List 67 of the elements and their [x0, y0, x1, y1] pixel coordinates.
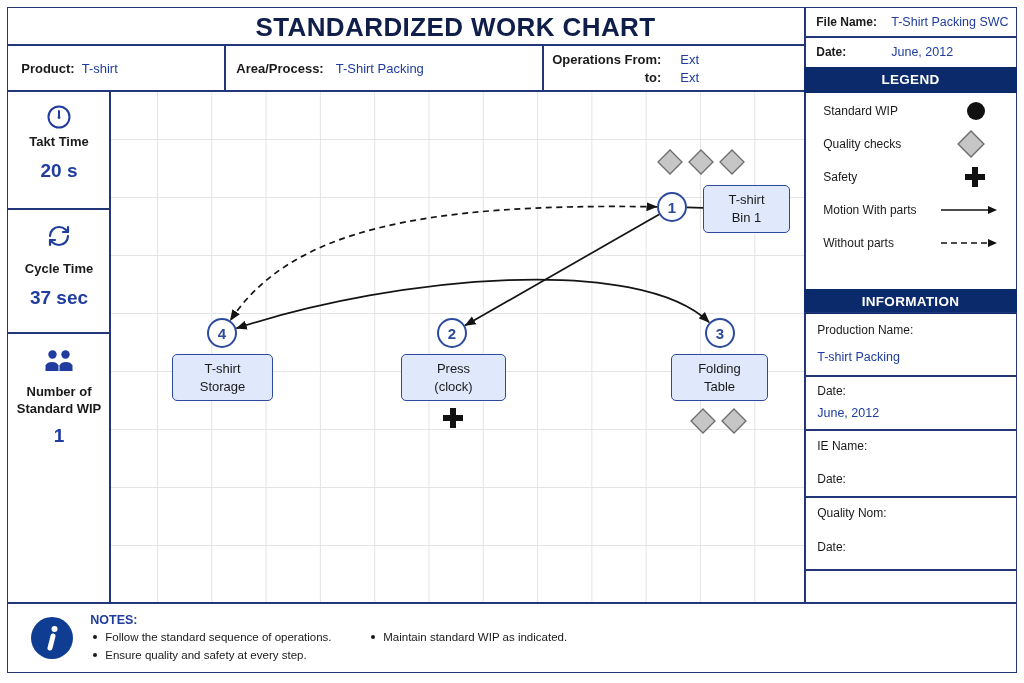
field-value: T-shirt	[81, 59, 118, 77]
dashed-arrow	[229, 202, 658, 322]
notes-panel	[7, 602, 1017, 673]
field-value: T-Shirt Packing	[335, 59, 424, 77]
field-label: to:	[644, 68, 662, 86]
arrow	[464, 213, 660, 327]
info-field	[804, 429, 1017, 498]
field-label: Date:	[816, 44, 848, 61]
field-label: Date:	[817, 384, 846, 400]
legend-label: Standard WIP	[823, 103, 898, 118]
step-number: 4	[217, 325, 227, 341]
field-value: June, 2012	[817, 406, 880, 422]
metric-label: Number of Standard WIP	[15, 383, 103, 418]
legend-label: Safety	[823, 169, 858, 184]
header-field	[804, 7, 1017, 38]
field-label: Operations From:	[552, 50, 662, 68]
metric-label: Cycle Time	[24, 260, 94, 278]
header-field	[224, 44, 544, 92]
note-text: Ensure quality and safety at every step.	[105, 647, 307, 663]
field-label: Production Name:	[817, 323, 914, 339]
field-value: T-shirt Packing	[817, 350, 900, 366]
field-label: Area/Process:	[236, 59, 324, 77]
step-number: 1	[667, 199, 677, 215]
station-card	[703, 185, 790, 233]
metric-value: 37 sec	[29, 287, 89, 310]
station-card	[401, 354, 506, 401]
step-number: 3	[715, 325, 725, 341]
field-label: Product:	[21, 59, 75, 77]
step-number: 2	[447, 325, 457, 341]
chart-title: STANDARDIZED WORK CHART	[255, 13, 656, 40]
field-label: Quality Nom:	[817, 506, 887, 522]
station-label: T-shirt Bin 1	[727, 191, 766, 227]
note-text: Maintain standard WIP as indicated.	[383, 629, 568, 645]
field-label: Date:	[817, 472, 846, 488]
field-value: T-Shirt Packing SWC	[891, 14, 1009, 31]
section-title: LEGEND	[881, 73, 940, 87]
notes-heading: NOTES:	[90, 611, 139, 628]
field-value: Ext	[680, 50, 700, 68]
station-label: Folding Table	[697, 359, 742, 396]
metric-card	[7, 90, 111, 210]
section-header-bar	[804, 67, 1017, 93]
note-text: Follow the standard sequence of operations.	[105, 629, 332, 645]
field-label: Date:	[817, 540, 846, 556]
legend-label: Quality checks	[823, 136, 902, 151]
station-card	[172, 354, 273, 401]
station-label: Press (clock)	[433, 359, 474, 396]
section-title: INFORMATION	[861, 294, 960, 309]
arrow	[235, 278, 711, 330]
info-field	[804, 375, 1017, 431]
station-label: T-shirt Storage	[198, 359, 247, 396]
field-value: Ext	[680, 68, 700, 86]
legend-label: Motion With parts	[823, 202, 917, 217]
metric-value: 1	[53, 425, 65, 448]
info-field	[804, 496, 1017, 571]
header-field	[7, 44, 226, 92]
section-header-bar	[804, 289, 1017, 314]
header-field	[542, 44, 806, 92]
legend-label: Without parts	[823, 235, 894, 250]
field-value: June, 2012	[891, 44, 954, 61]
field-label: IE Name:	[817, 439, 868, 455]
station-card	[671, 354, 768, 401]
field-label: File Name:	[816, 14, 878, 31]
info-field	[804, 312, 1017, 377]
metric-label: Takt Time	[29, 133, 89, 151]
metric-value: 20 s	[40, 160, 78, 183]
metric-card	[7, 208, 111, 334]
metric-card	[7, 332, 111, 604]
